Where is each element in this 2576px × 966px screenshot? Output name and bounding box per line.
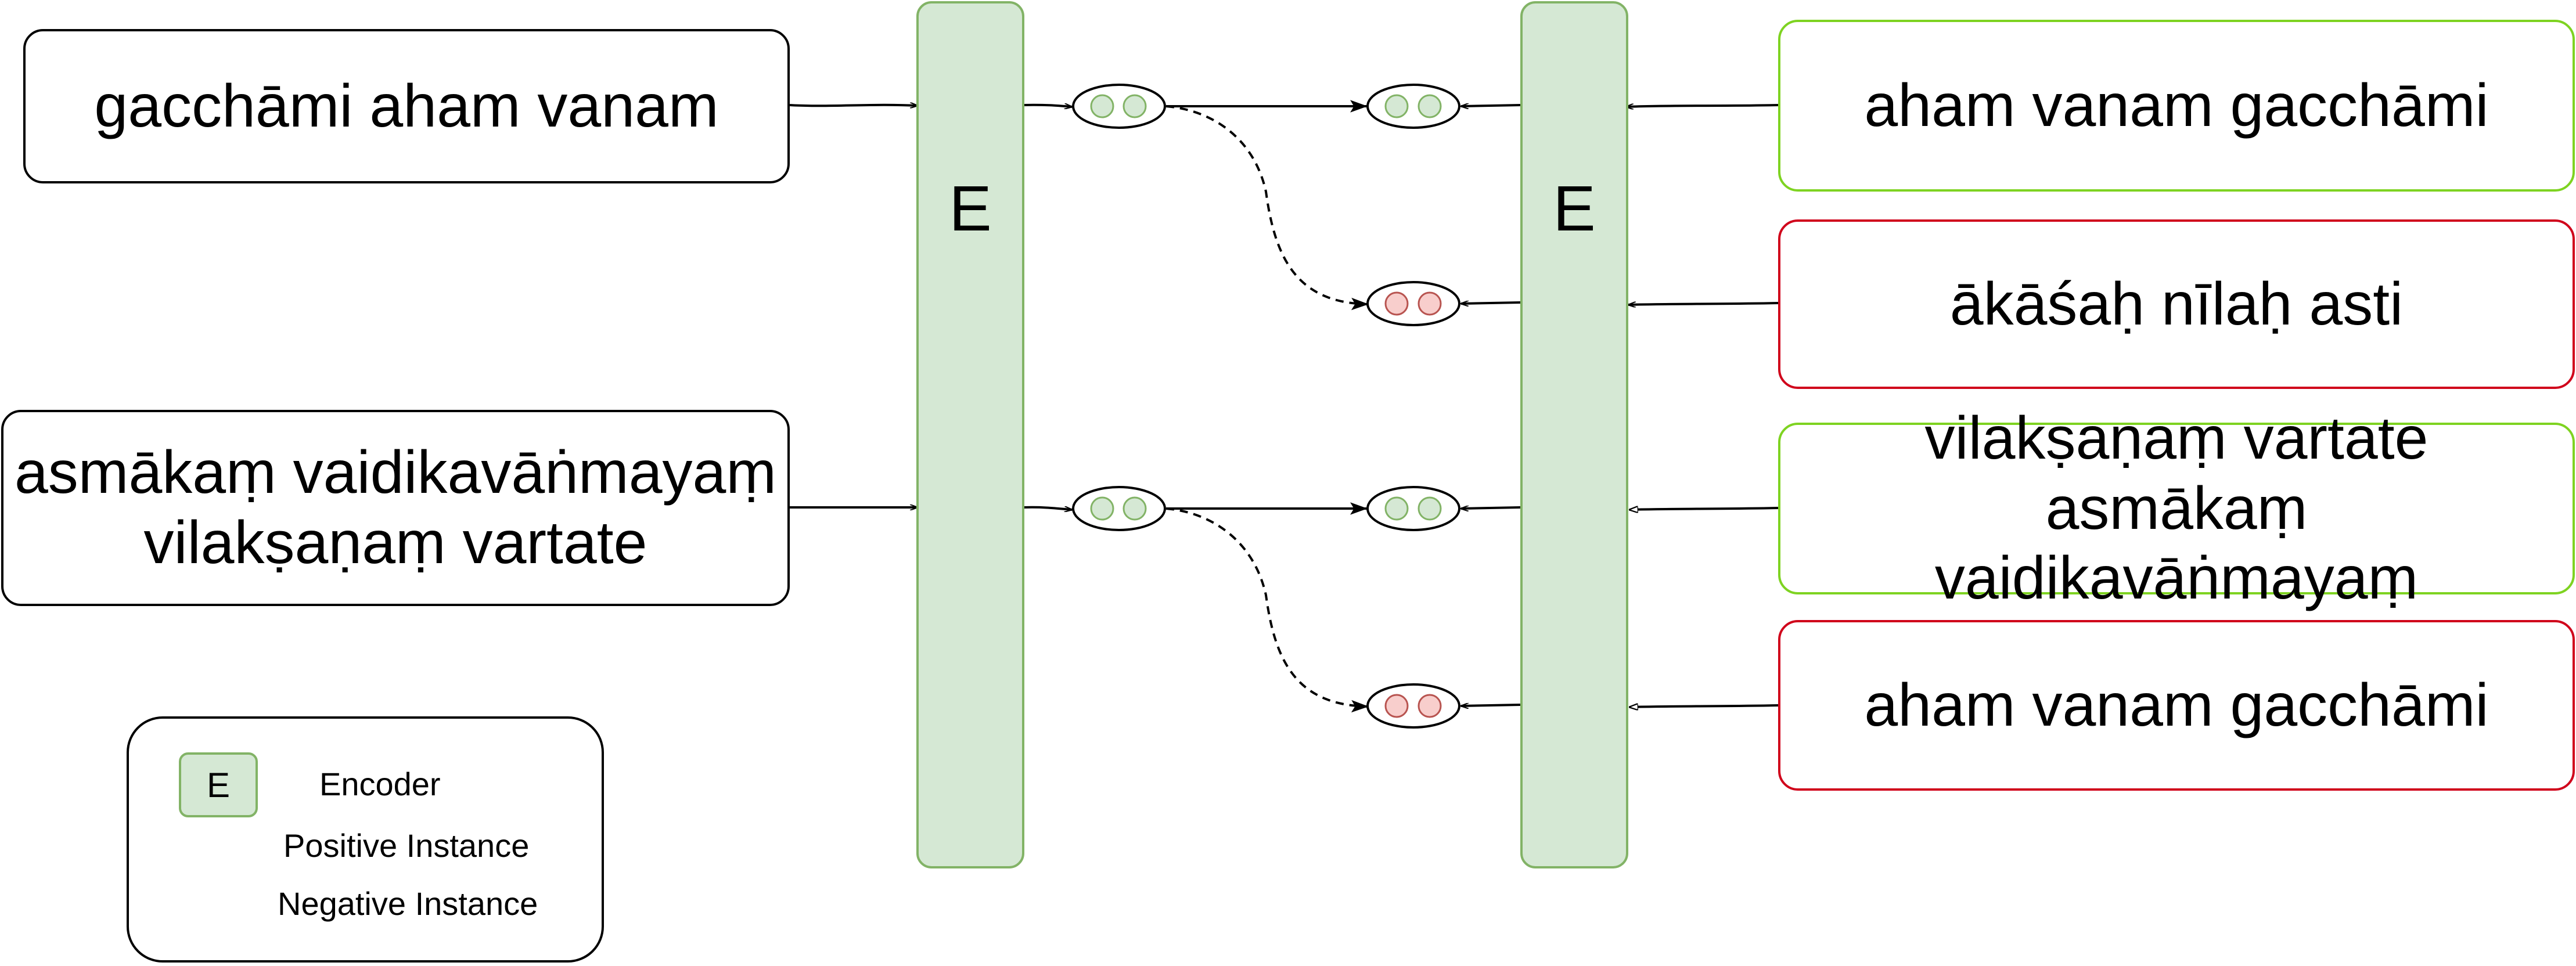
target-sentence-4-text: aham vanam gacchāmi [1864, 671, 2489, 739]
target-sentence-positive-2: vilakṣaṇaṃ vartate asmākaṃ vaidikavāṅmay… [1778, 405, 2575, 612]
edge-target-4-to-encoder [1629, 705, 1779, 707]
edge-source-1-to-encoder [789, 105, 918, 106]
edge-encoder-to-target-embedding-3 [1461, 507, 1521, 509]
source-sentence-1-text: gacchāmi aham vanam [94, 72, 719, 140]
target-embedding-negative-2 [1366, 683, 1460, 729]
legend-encoder-label: Encoder [319, 766, 441, 802]
edge-target-1-to-encoder [1626, 105, 1779, 107]
source-embedding-1 [1072, 84, 1166, 129]
target-embedding-positive-2 [1366, 486, 1460, 531]
target-encoder-label: E [1553, 173, 1596, 244]
target-embedding-negative-1 [1366, 281, 1460, 326]
source-embedding-2 [1072, 486, 1166, 531]
edge-encoder-to-target-embedding-4 [1461, 705, 1521, 706]
legend-negative-label: Negative Instance [278, 885, 538, 922]
target-sentence-negative-2: aham vanam gacchāmi [1778, 620, 2575, 791]
legend-encoder-chip: E [179, 752, 258, 817]
source-sentence-2-text: asmākaṃ vaidikavāṅmayaṃ vilakṣaṇaṃ varta… [14, 439, 777, 576]
target-sentence-3-text: vilakṣaṇaṃ vartate asmākaṃ vaidikavāṅmay… [1924, 405, 2429, 612]
edge-encoder-to-target-embedding-1 [1461, 105, 1521, 106]
edge-target-3-to-encoder [1629, 508, 1779, 510]
edge-encoder-to-embedding-2 [1023, 506, 1072, 510]
source-encoder-label: E [949, 173, 992, 244]
edge-encoder-to-target-embedding-2 [1461, 302, 1521, 304]
target-embedding-positive-1 [1366, 84, 1460, 129]
legend-positive-label: Positive Instance [283, 827, 530, 864]
source-sentence-1: gacchāmi aham vanam [23, 29, 790, 183]
edge-negative-1 [1165, 105, 1369, 311]
edge-negative-2 [1165, 507, 1369, 713]
target-sentence-positive-1: aham vanam gacchāmi [1778, 20, 2575, 192]
target-sentence-negative-1: ākāśaḥ nīlaḥ asti [1778, 219, 2575, 389]
target-sentence-1-text: aham vanam gacchāmi [1864, 71, 2489, 139]
edge-target-2-to-encoder [1628, 303, 1779, 305]
source-encoder: E [916, 1, 1024, 868]
target-encoder: E [1520, 1, 1628, 868]
legend: E Encoder Positive Instance Negative Ins… [127, 716, 604, 963]
source-sentence-2: asmākaṃ vaidikavāṅmayaṃ vilakṣaṇaṃ varta… [1, 410, 790, 606]
target-sentence-2-text: ākāśaḥ nīlaḥ asti [1949, 270, 2404, 338]
edge-encoder-to-embedding-1 [1023, 105, 1072, 107]
